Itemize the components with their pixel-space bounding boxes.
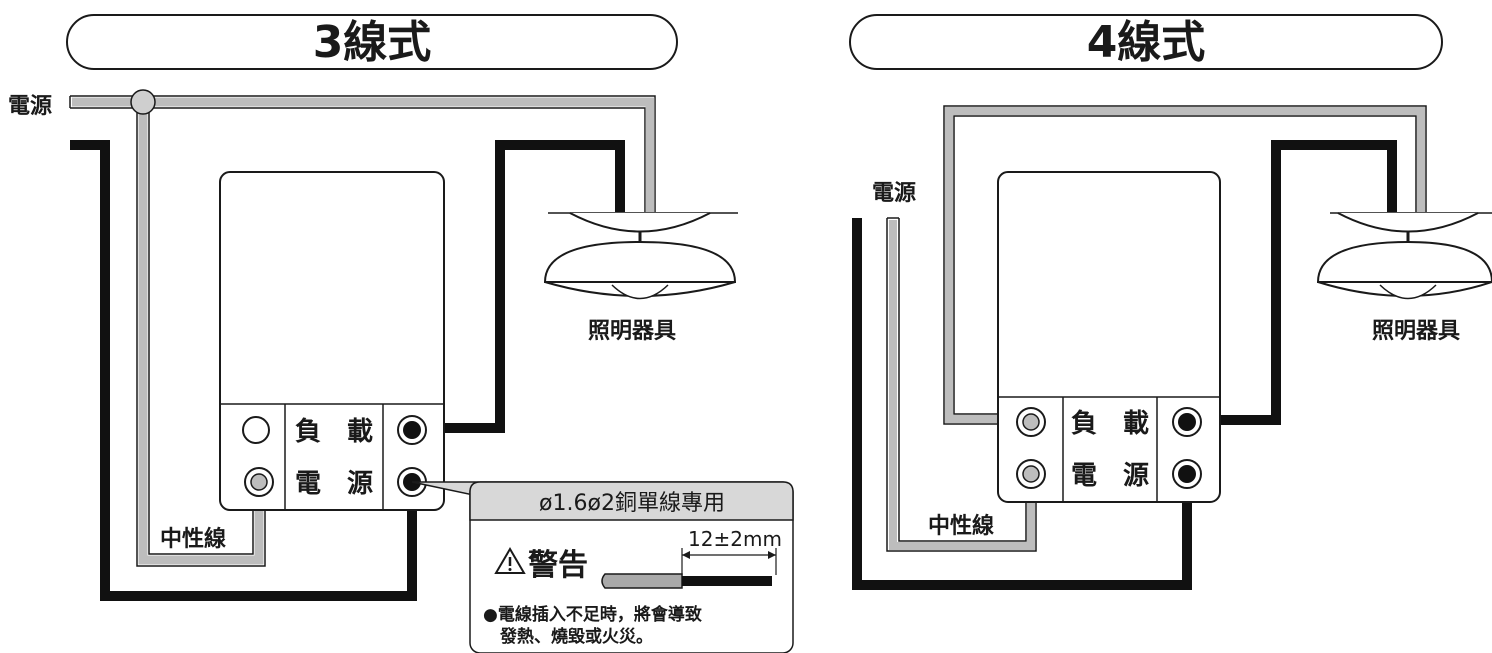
warning-icon [494,547,526,574]
junction-node [130,89,156,115]
switch-body [219,171,445,511]
live-wire-grey [69,95,656,567]
black-wires [70,140,625,601]
grey-wires [886,105,1427,552]
terminal-power-label: 電 源 [295,469,373,499]
warning-callout: ø1.6ø2銅單線專用 12±2mm 警告 ●電線插入不足時，將會導致 發熱、燒… [411,481,794,653]
light-fixture [543,212,738,300]
diagram-3-wire: 3線式 電源 負 載 [8,14,738,601]
title-3-wire: 3線式 [313,17,432,68]
power-label: 電源 [8,94,52,119]
title-pill [849,14,1443,70]
fixture-label: 照明器具 [1372,319,1460,344]
fixture-label: 照明器具 [588,319,676,344]
neutral-label: 中性線 [928,513,994,539]
light-fixture [1316,212,1492,300]
warning-title: 警告 [528,548,588,583]
strip-length: 12±2mm [688,527,782,551]
terminal-load-label: 負 載 [1071,409,1149,439]
diagram-4-wire: 4線式 電源 負 載 電 源 [849,14,1492,590]
black-wires [852,140,1397,590]
stripped-wire [601,573,772,589]
warning-line-1: ●電線插入不足時，將會導致 [483,604,703,625]
terminal-power-label: 電 源 [1071,461,1149,491]
live-wire-grey-fill [72,97,655,565]
wire-spec: ø1.6ø2銅單線專用 [539,491,725,516]
title-4-wire: 4線式 [1087,17,1206,68]
warning-line-2: 發熱、燒毀或火災。 [499,626,653,647]
title-pill [66,14,678,70]
empty-terminal [242,416,270,444]
grey-wires-fill [889,107,1425,550]
switch-body [997,171,1221,503]
terminal-load-label: 負 載 [295,417,373,447]
power-label: 電源 [872,181,916,206]
neutral-label: 中性線 [160,526,226,552]
